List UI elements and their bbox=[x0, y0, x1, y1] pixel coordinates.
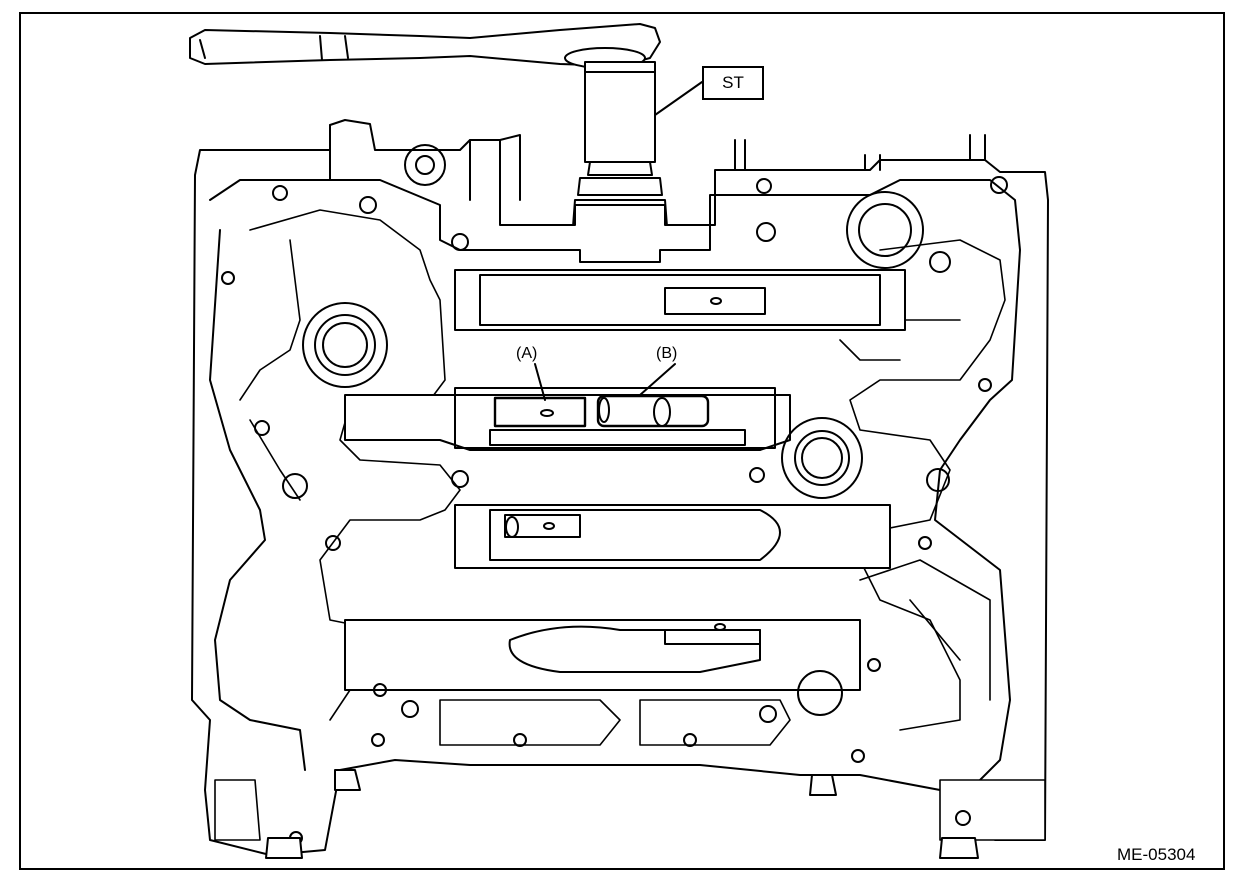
crankcase-journal-bays bbox=[344, 269, 906, 691]
callout-a-label: (A) bbox=[516, 345, 538, 362]
callout-b-label: (B) bbox=[656, 345, 678, 362]
special-tool-label: ST bbox=[702, 66, 764, 100]
figure-id: ME-05304 bbox=[1117, 845, 1196, 864]
bottom-bolts bbox=[265, 769, 979, 859]
callout-a-leader bbox=[534, 363, 546, 401]
callout-b-leader bbox=[639, 363, 676, 396]
cylinder-block-outline bbox=[191, 119, 1049, 856]
figure-frame bbox=[19, 12, 1225, 870]
